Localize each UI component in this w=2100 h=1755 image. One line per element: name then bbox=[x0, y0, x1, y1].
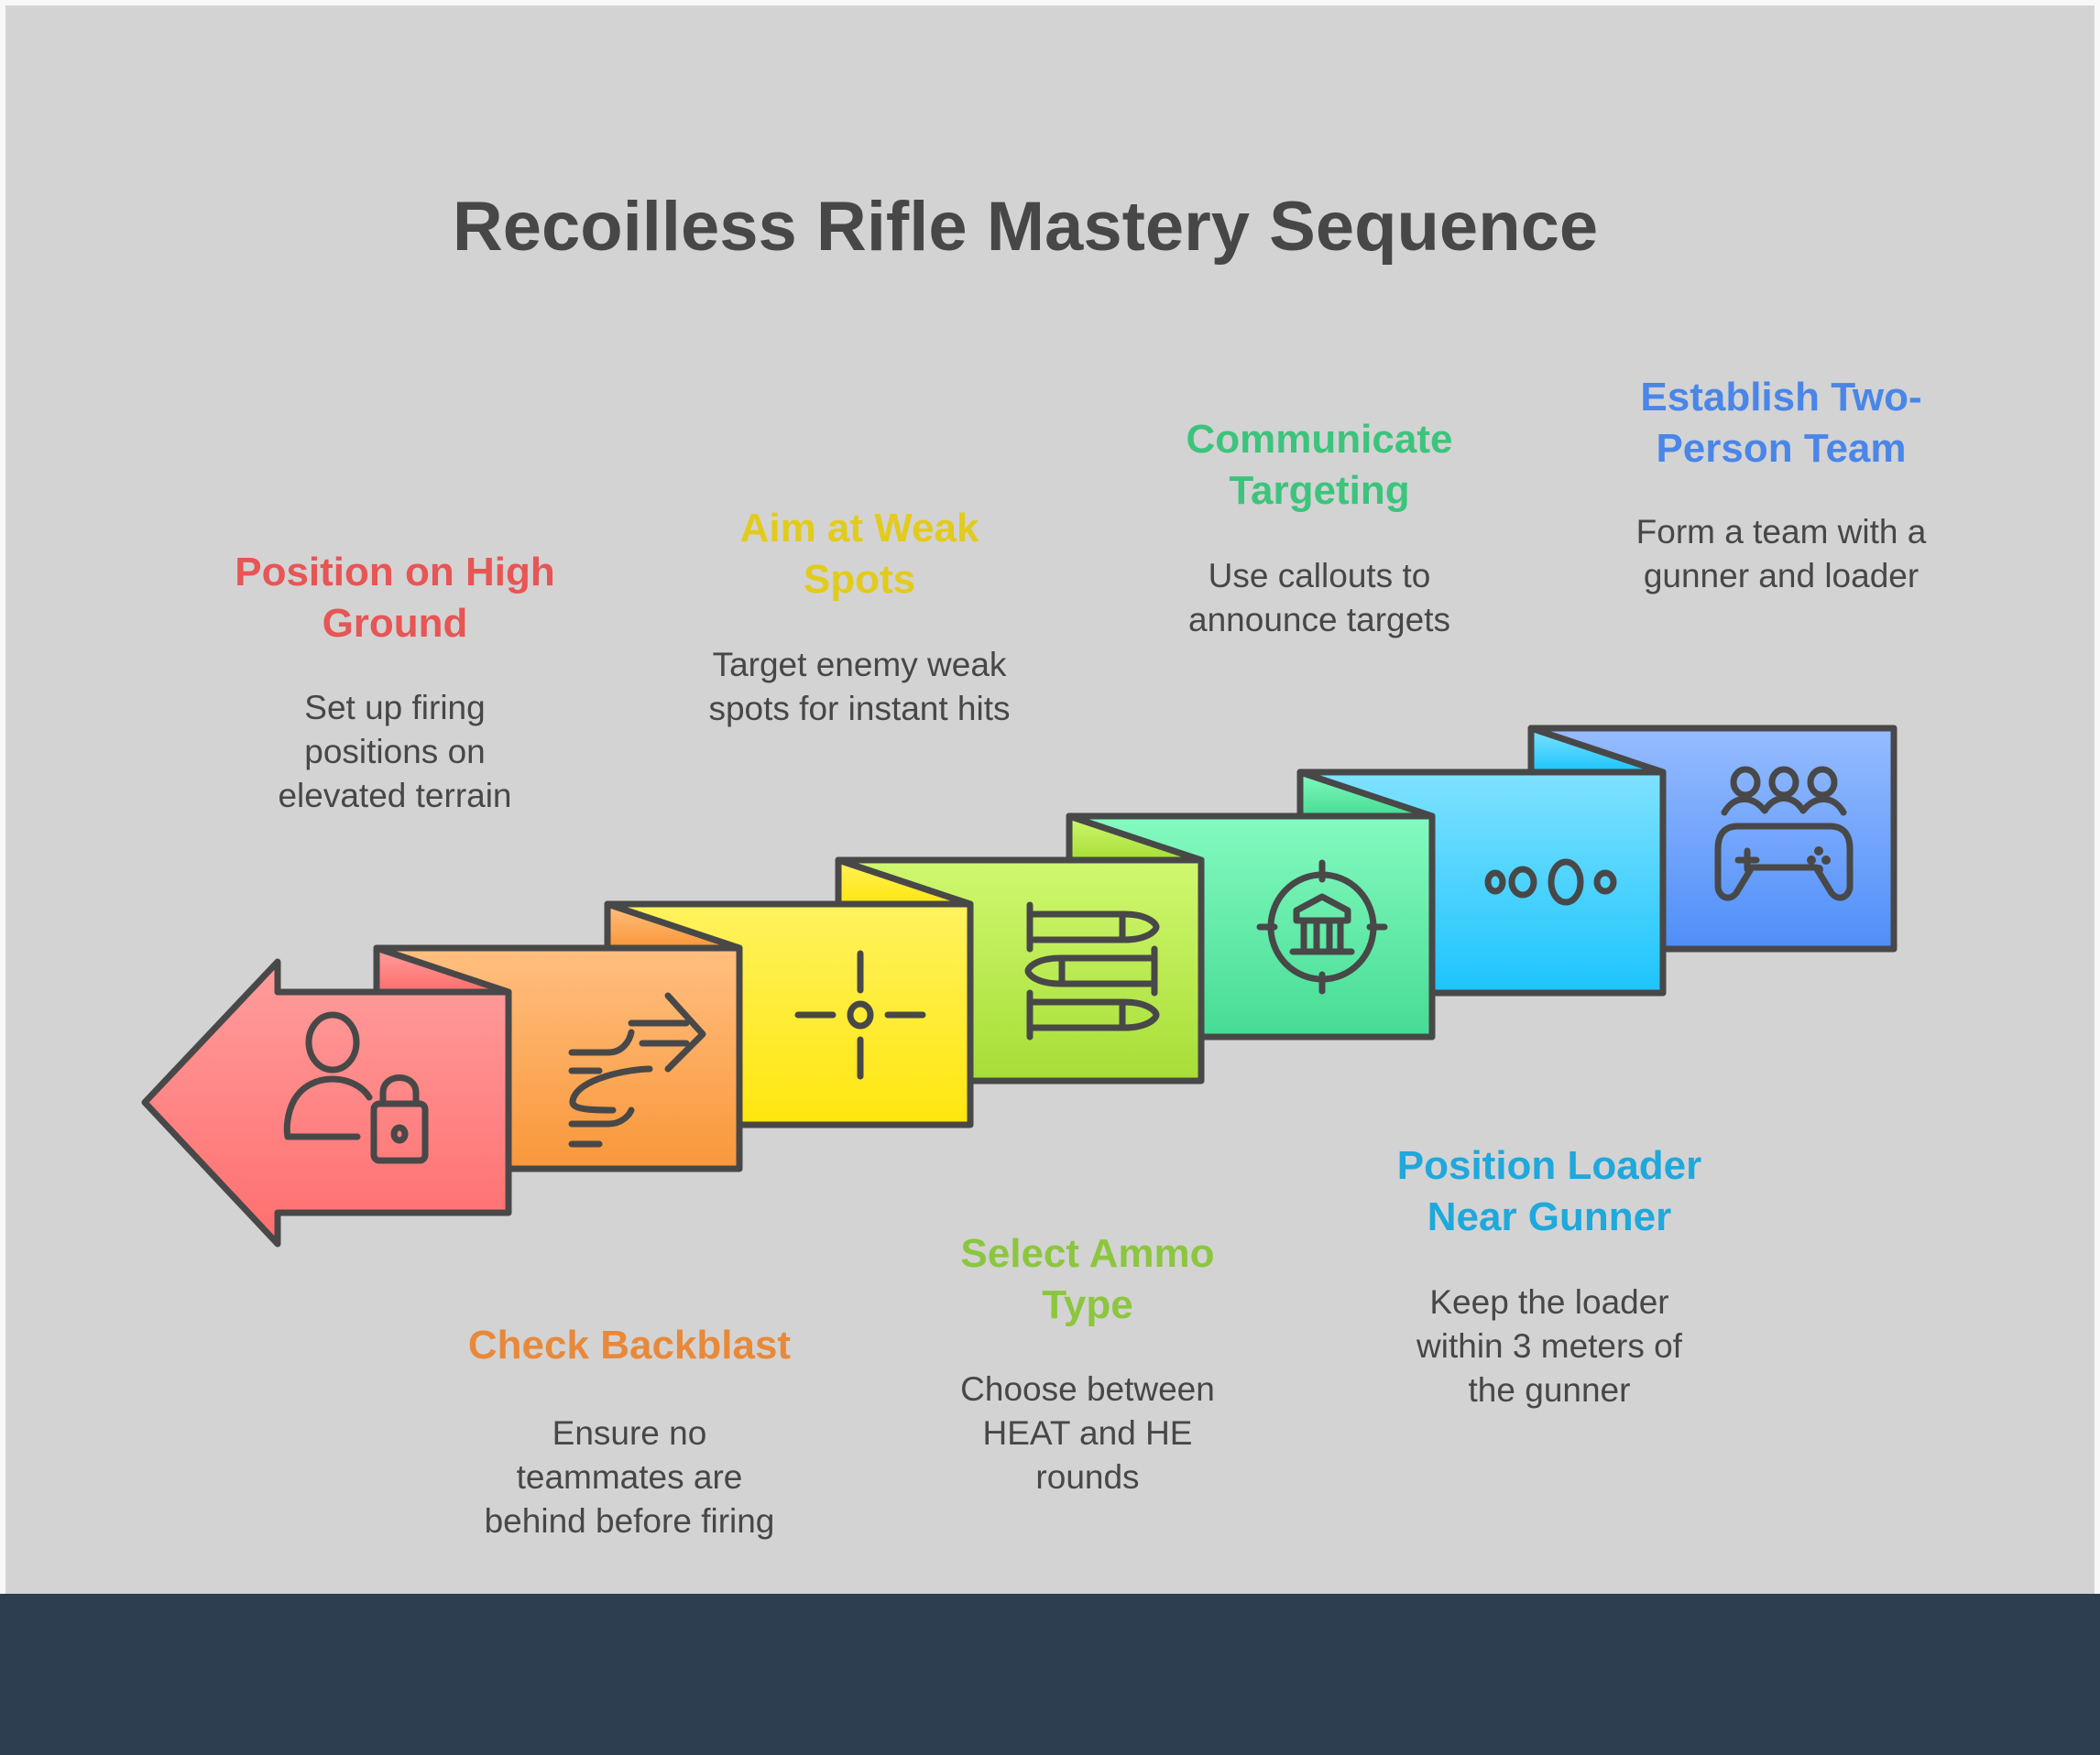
step-description-line: Target enemy weak bbox=[713, 646, 1007, 683]
step-description-line: rounds bbox=[1035, 1458, 1139, 1496]
step-description-line: within 3 meters of bbox=[1416, 1327, 1683, 1365]
wind-arrow-icon bbox=[568, 992, 706, 1148]
target-building-icon bbox=[1256, 859, 1388, 995]
diagram-title: Recoilless Rifle Mastery Sequence bbox=[453, 188, 1598, 266]
team-gamepad-icon bbox=[1714, 766, 1854, 901]
bullets-icon bbox=[1024, 901, 1160, 1041]
step-title-line: Establish Two- bbox=[1640, 375, 1921, 420]
step-description-line: Use callouts to bbox=[1209, 557, 1431, 594]
step-shape-1 bbox=[141, 958, 512, 1248]
step-title-line: Targeting bbox=[1229, 468, 1409, 513]
step-description-line: gunner and loader bbox=[1644, 557, 1919, 594]
step-description-line: spots for instant hits bbox=[708, 690, 1010, 727]
dots-sequence-icon bbox=[1484, 858, 1617, 906]
step-description-line: teammates are bbox=[517, 1458, 743, 1496]
step-title-line: Communicate bbox=[1187, 417, 1453, 462]
step-description-line: announce targets bbox=[1188, 601, 1450, 638]
step-title-line: Position Loader bbox=[1397, 1143, 1701, 1188]
step-icons bbox=[283, 766, 1854, 1164]
step-description-line: behind before firing bbox=[485, 1502, 775, 1540]
step-title-line: Check Backblast bbox=[468, 1323, 792, 1368]
step-title-line: Type bbox=[1042, 1282, 1132, 1327]
step-description-line: elevated terrain bbox=[278, 777, 511, 814]
step-title-line: Spots bbox=[804, 557, 915, 602]
step-title-line: Ground bbox=[323, 601, 468, 646]
step-title-line: Position on High bbox=[235, 550, 555, 594]
step-description-line: Set up firing bbox=[304, 689, 485, 726]
user-lock-icon bbox=[283, 1011, 429, 1164]
step-title-line: Near Gunner bbox=[1427, 1194, 1672, 1239]
step-description-line: Ensure no bbox=[552, 1414, 707, 1452]
step-title-line: Aim at Weak bbox=[740, 506, 979, 550]
crosshair-icon bbox=[794, 950, 926, 1080]
step-description-line: Keep the loader bbox=[1429, 1283, 1668, 1321]
step-description-line: Choose between bbox=[960, 1370, 1215, 1408]
footer-bar bbox=[0, 1594, 2100, 1755]
step-description-line: Form a team with a bbox=[1636, 513, 1927, 550]
step-title-line: Person Team bbox=[1656, 426, 1906, 471]
step-title-line: Select Ammo bbox=[960, 1231, 1214, 1276]
step-description-line: HEAT and HE bbox=[983, 1414, 1193, 1452]
step-description-line: the gunner bbox=[1469, 1371, 1631, 1409]
step-description-line: positions on bbox=[304, 733, 485, 770]
